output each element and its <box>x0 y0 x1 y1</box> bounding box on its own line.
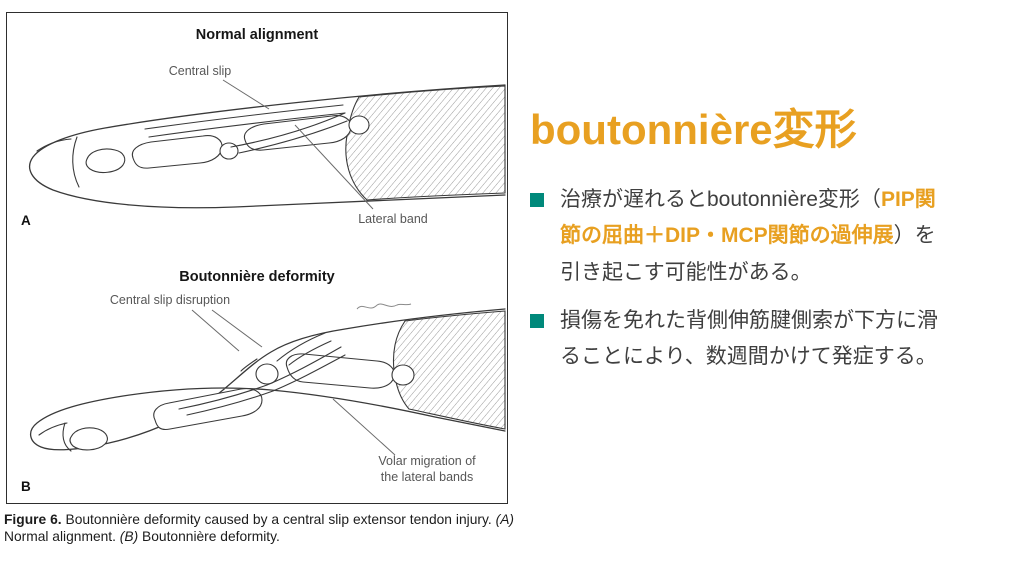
figure-box: Normal alignment <box>6 12 508 504</box>
figure-caption-marker-a: (A) <box>495 512 514 527</box>
volar-lateral-band-2 <box>186 354 346 416</box>
figure-caption-body: Boutonnière deformity caused by a centra… <box>61 512 496 527</box>
fingertip-crease-a <box>72 136 80 188</box>
bullet-item-2: 損傷を免れた背側伸筋腱側索が下方に滑ることにより、数週間かけて発症する。 <box>530 303 946 375</box>
bullet-square-icon <box>530 313 544 328</box>
bullet-1-text: 治療が遅れるとboutonnière変形（ <box>560 188 881 212</box>
figure-svg: Normal alignment <box>21 27 506 494</box>
central-slip-tendon-a <box>144 104 344 130</box>
distal-phalanx-a <box>85 148 126 174</box>
finger-drawing-normal <box>29 84 506 209</box>
central-slip-tendon-a2 <box>148 112 346 138</box>
disrupted-slip-stub <box>240 358 258 372</box>
disrupted-slip-line-2 <box>288 340 332 366</box>
bullet-2-text: 損傷を免れた背側伸筋腱側索が下方に滑ることにより、数週間かけて発症する。 <box>560 308 938 368</box>
central-slip-label: Central slip <box>169 64 232 78</box>
disruption-leader-line-1 <box>191 309 240 352</box>
bullet-1-highlight: PIP関節の屈曲＋DIP・MCP関節の過伸展 <box>560 188 936 248</box>
panel-b-marker: B <box>21 479 31 494</box>
volar-lateral-band-1 <box>178 346 342 410</box>
figure-caption-text-a: Normal alignment. <box>4 529 120 545</box>
pip-joint-b <box>255 363 279 385</box>
extensor-hood-b <box>392 310 506 430</box>
finger-drawing-deformity <box>30 308 506 452</box>
lateral-band-line-a <box>230 112 346 148</box>
panel-a-marker: A <box>21 213 31 228</box>
volar-migration-label-line2: the lateral bands <box>381 470 473 484</box>
mcp-joint-a <box>348 115 370 135</box>
figure-caption-text-b: Boutonnière deformity. <box>138 529 280 545</box>
pip-joint-a <box>219 142 239 160</box>
slide-title: boutonnière変形 <box>530 106 857 153</box>
bullet-1-text-end: ）を引き起こす可能性がある。 <box>560 224 936 284</box>
mcp-joint-b <box>391 364 415 386</box>
lateral-band-leader-line <box>294 124 374 210</box>
lateral-band-line-a2 <box>238 120 348 154</box>
central-slip-disruption-label: Central slip disruption <box>110 293 230 307</box>
fingertip-crease-b <box>62 422 72 452</box>
extensor-hood-a <box>345 85 506 201</box>
panel-b-title: Boutonnière deformity <box>179 269 334 285</box>
disruption-leader-line-2 <box>211 309 263 348</box>
distal-phalanx-b <box>69 427 108 451</box>
central-slip-leader-line <box>222 79 270 110</box>
middle-phalanx-b <box>153 388 263 431</box>
figure-caption: Figure 6. Boutonnière deformity caused b… <box>4 511 514 545</box>
bullet-square-icon <box>530 193 544 208</box>
content-area: boutonnière変形 治療が遅れるとboutonnière変形（PIP関節… <box>530 106 1008 387</box>
panel-b: Boutonnière deformity <box>21 269 506 494</box>
nail-line-a <box>36 138 72 152</box>
volar-migration-leader-line <box>332 398 396 456</box>
bullet-item-1: 治療が遅れるとboutonnière変形（PIP関節の屈曲＋DIP・MCP関節の… <box>530 182 946 290</box>
figure-caption-marker-b: (B) <box>119 529 139 545</box>
bullet-list: 治療が遅れるとboutonnière変形（PIP関節の屈曲＋DIP・MCP関節の… <box>530 182 946 375</box>
artist-signature <box>356 303 412 310</box>
figure-caption-number: Figure 6. <box>4 512 62 527</box>
disrupted-slip-line-1 <box>276 332 326 362</box>
lateral-band-label: Lateral band <box>358 212 428 226</box>
volar-migration-label-line1: Volar migration of <box>378 454 476 468</box>
panel-a-title: Normal alignment <box>196 27 319 43</box>
panel-a: Normal alignment <box>21 27 506 228</box>
